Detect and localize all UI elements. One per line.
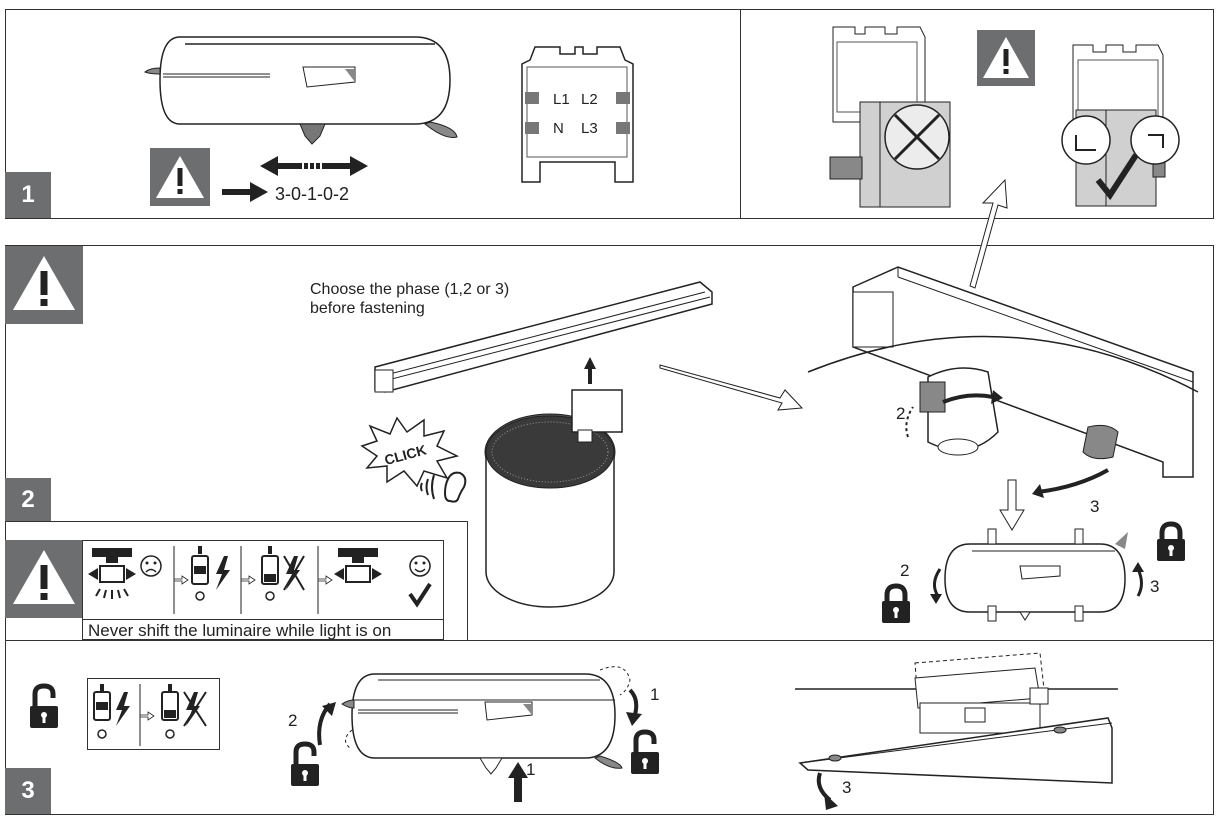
ear-icon (420, 471, 467, 503)
rotation-label: 3 (842, 778, 851, 797)
shift-luminaire-safe-icon (334, 548, 382, 583)
luminaire-locked-illustration: 2 3 (900, 528, 1159, 622)
phase-l1-label: L1 (553, 91, 570, 108)
luminaire-side-illustration (144, 36, 458, 145)
rotation-label: 1 (526, 760, 535, 779)
detail-arrow-icon (659, 364, 804, 411)
rotation-label: 1 (650, 685, 659, 704)
shift-double-arrow-icon (260, 156, 368, 176)
unlock-icon (631, 729, 659, 774)
lock-icon (882, 583, 910, 623)
phase-sequence-label: 3-0-1-0-2 (275, 184, 350, 204)
panel-step-3 (5, 640, 1214, 815)
unlock-icon (30, 683, 58, 728)
click-sound-icon: CLICK (360, 416, 460, 488)
panel-step-1-right (740, 9, 1214, 219)
warning-icon (977, 30, 1035, 86)
phase-l3-label: L3 (581, 120, 598, 137)
caution-text: Never shift the luminaire while light is… (88, 621, 392, 640)
incorrect-mount-illustration (829, 26, 951, 208)
switch-on-icon (191, 546, 230, 601)
rotation-label: 2 (288, 711, 297, 730)
unlock-icon (291, 741, 319, 786)
step-number-3: 3 (5, 768, 51, 814)
luminaire-removal-illustration: 2 1 1 (288, 666, 659, 802)
check-icon (408, 582, 432, 608)
track-and-luminaire-illustration (374, 281, 713, 608)
track-profile-illustration: L1 L2 N L3 (521, 46, 634, 183)
step-number-1: 1 (5, 172, 51, 218)
rotation-label: 2 (896, 404, 905, 423)
smiley-happy-icon (409, 555, 431, 577)
track-removal-illustration: 3 (795, 652, 1118, 810)
lock-icon (1157, 521, 1185, 561)
caution-icons-box (82, 540, 444, 640)
smiley-sad-icon (140, 555, 162, 577)
check-icon (1095, 153, 1139, 201)
adaptor-rotation-illustration: 2 3 (807, 266, 1199, 516)
zoom-arrow-icon (969, 178, 1008, 289)
shift-luminaire-icon (88, 548, 136, 599)
warning-icon (5, 246, 83, 324)
correct-mount-illustration (1061, 44, 1180, 207)
rotation-label: 3 (1150, 577, 1159, 596)
rotation-label: 2 (900, 561, 909, 580)
instruction-line-1: Choose the phase (1,2 or 3) (310, 281, 510, 298)
rotation-label: 3 (1090, 497, 1099, 516)
instruction-line-2: before fastening (310, 300, 425, 317)
switch-off-sequence-icon (93, 684, 207, 746)
warning-icon (5, 540, 83, 618)
step-number-2: 2 (5, 478, 51, 522)
switch-off-box (87, 678, 220, 750)
phase-l2-label: L2 (581, 91, 598, 108)
phase-n-label: N (553, 120, 564, 137)
warning-icon (150, 148, 210, 206)
down-arrow-icon (999, 479, 1025, 531)
switch-off-icon (261, 546, 305, 601)
caution-pictogram-row (88, 546, 432, 614)
arrow-right-icon (222, 182, 268, 202)
